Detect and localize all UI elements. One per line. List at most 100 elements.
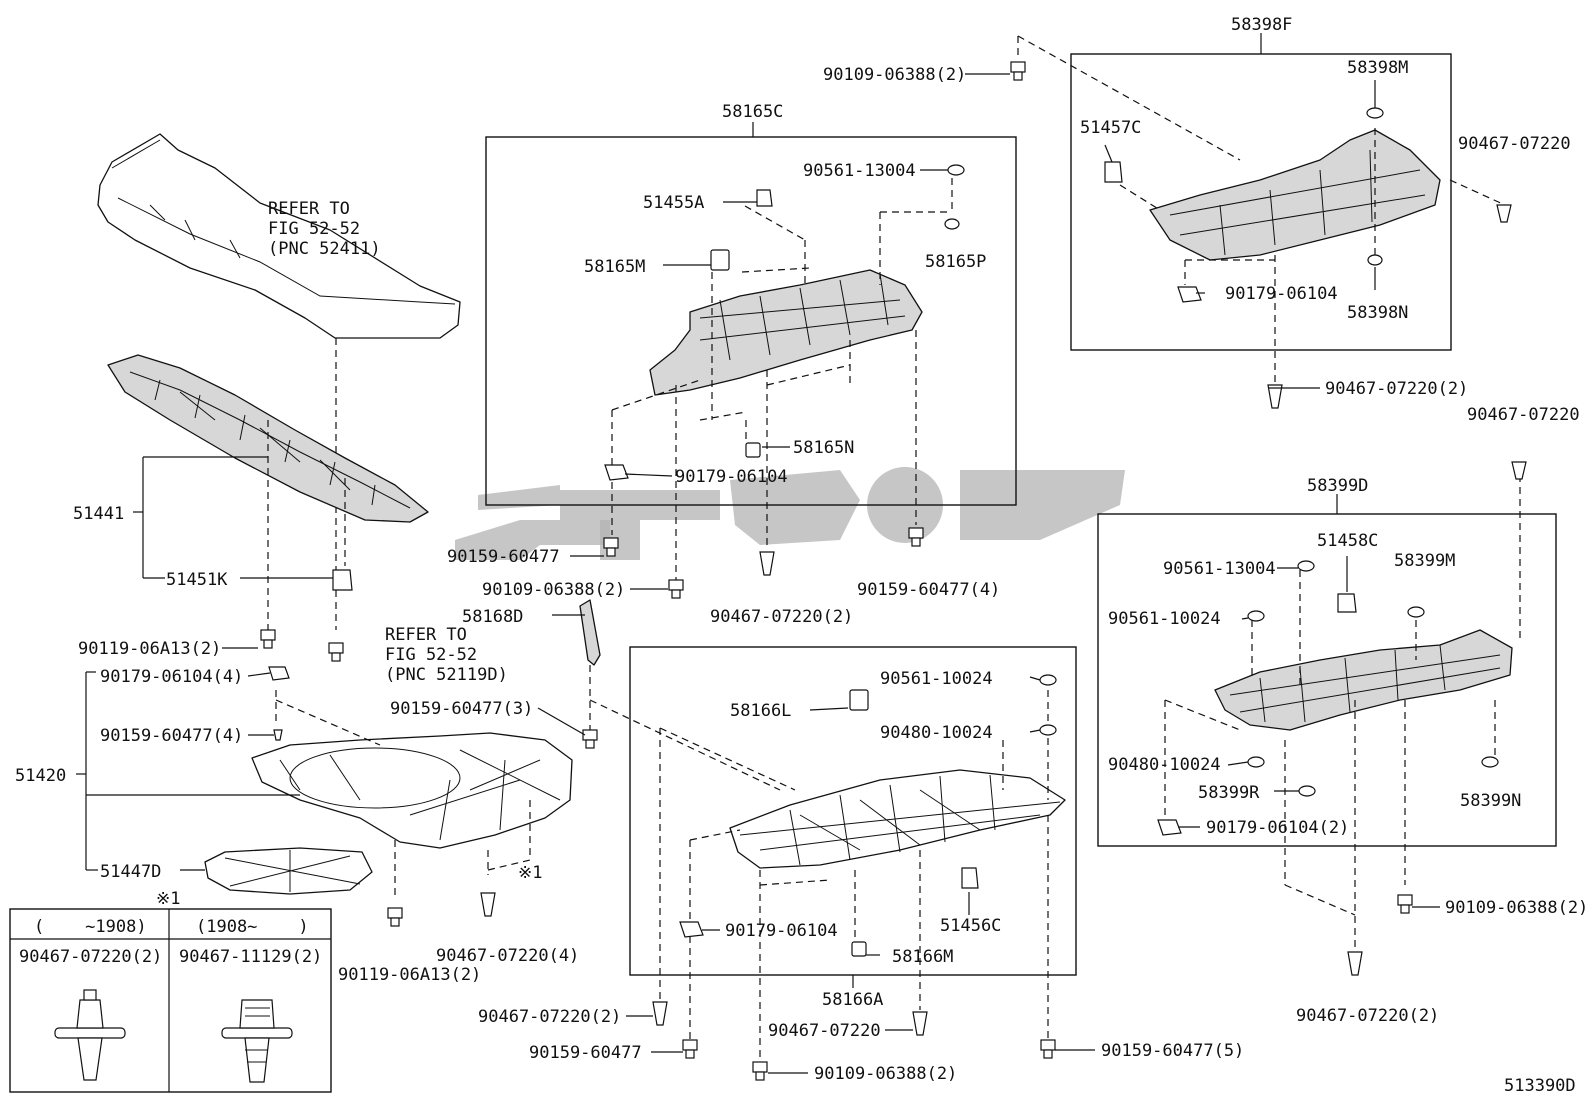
under-cover-58398F bbox=[1149, 129, 1441, 261]
nut-icon bbox=[1481, 756, 1499, 768]
nut-icon bbox=[1407, 606, 1425, 618]
clip-icon bbox=[652, 1001, 668, 1026]
collar-icon bbox=[849, 689, 869, 711]
bolt-icon bbox=[1040, 1039, 1056, 1059]
retainer-icon bbox=[268, 666, 290, 681]
legend-note-mark: ※1 bbox=[156, 889, 180, 909]
part-label: 90159-60477(3) bbox=[390, 699, 533, 719]
part-label: 58166L bbox=[730, 701, 791, 721]
part-label: 58168D bbox=[462, 607, 523, 627]
bracket-58168D bbox=[579, 599, 601, 666]
part-label: 51455A bbox=[643, 193, 704, 213]
bolt-icon bbox=[908, 527, 924, 547]
part-label: 58399R bbox=[1198, 783, 1260, 803]
front-bumper-illustration bbox=[97, 133, 461, 339]
group-label-58399D: 58399D bbox=[1307, 476, 1368, 496]
refer-bumper-line3: (PNC 52411) bbox=[268, 239, 381, 259]
part-label: 58165N bbox=[793, 438, 854, 458]
retainer-icon bbox=[756, 189, 773, 207]
nut-icon bbox=[1247, 756, 1265, 768]
retainer-icon bbox=[1177, 286, 1202, 303]
part-label: 90179-06104(2) bbox=[1206, 818, 1349, 838]
group-label-51420: 51420 bbox=[15, 766, 66, 786]
legend-col2-part: 90467-11129(2) bbox=[179, 947, 322, 967]
refer-clip-line3: (PNC 52119D) bbox=[385, 665, 508, 685]
part-label: 90561-10024 bbox=[880, 669, 993, 689]
part-label: 90119-06A13(2) bbox=[78, 639, 221, 659]
group-box-58399D bbox=[1097, 513, 1557, 847]
part-label: 90109-06388(2) bbox=[1445, 898, 1588, 918]
clip-icon bbox=[759, 551, 775, 576]
part-label: 58166M bbox=[892, 947, 953, 967]
retainer-icon bbox=[273, 729, 283, 741]
legend-clip-drawing-2 bbox=[221, 999, 293, 1083]
diagram-id: 513390D bbox=[1504, 1076, 1576, 1096]
clip-icon bbox=[1496, 204, 1512, 223]
nut-icon bbox=[947, 164, 965, 176]
part-label: 90159-60477 bbox=[529, 1043, 642, 1063]
retainer-icon bbox=[1337, 593, 1357, 613]
refer-bumper-line2: FIG 52-52 bbox=[268, 219, 360, 239]
note-mark: ※1 bbox=[518, 863, 542, 883]
bolt-icon bbox=[387, 907, 403, 927]
part-label: 90480-10024 bbox=[1108, 755, 1221, 775]
group-box-58165C bbox=[485, 136, 1017, 506]
bolt-icon bbox=[328, 642, 344, 662]
part-label: 90179-06104 bbox=[675, 467, 788, 487]
bolt-icon bbox=[603, 537, 619, 557]
part-label: 90561-13004 bbox=[803, 161, 916, 181]
legend-clip-drawing-1 bbox=[54, 989, 126, 1081]
under-cover-58166A bbox=[729, 769, 1066, 869]
part-label: 90467-07220(2) bbox=[478, 1007, 621, 1027]
part-label: 90480-10024 bbox=[880, 723, 993, 743]
part-label: 90561-13004 bbox=[1163, 559, 1276, 579]
legend-col1-part: 90467-07220(2) bbox=[19, 947, 162, 967]
part-label: 90467-07220(2) bbox=[710, 607, 853, 627]
retainer-icon bbox=[679, 921, 704, 938]
part-label: 58399M bbox=[1394, 551, 1455, 571]
cover-plate-51447D bbox=[204, 847, 373, 895]
part-label: 58398N bbox=[1347, 303, 1408, 323]
bolt-icon bbox=[1397, 894, 1413, 914]
part-label: 58165M bbox=[584, 257, 645, 277]
part-label: 90159-60477(4) bbox=[857, 580, 1000, 600]
refer-bumper-line1: REFER TO bbox=[268, 199, 350, 219]
retainer-icon bbox=[332, 569, 353, 591]
clip-icon bbox=[480, 892, 496, 917]
collar-icon bbox=[851, 941, 867, 957]
part-label: 90467-07220 bbox=[1467, 405, 1580, 425]
part-label: 90467-07220(4) bbox=[436, 946, 579, 966]
retainer-icon bbox=[604, 464, 629, 481]
labels: REFER TO FIG 52-52 (PNC 52411) REFER TO … bbox=[15, 15, 1588, 1096]
bolt-icon bbox=[668, 579, 684, 599]
nut-icon bbox=[1039, 724, 1057, 736]
fastener-icons bbox=[260, 61, 1527, 1081]
part-label: 90159-60477(4) bbox=[100, 726, 243, 746]
nut-icon bbox=[1039, 674, 1057, 686]
group-label-51441: 51441 bbox=[73, 504, 124, 524]
clip-icon bbox=[1347, 951, 1363, 976]
collar-icon bbox=[710, 249, 730, 271]
part-label: 51447D bbox=[100, 862, 161, 882]
part-label: 90119-06A13(2) bbox=[338, 965, 481, 985]
part-label: 58399N bbox=[1460, 791, 1521, 811]
retainer-icon bbox=[961, 867, 979, 889]
clip-icon bbox=[1511, 461, 1527, 480]
part-label: 90467-07220 bbox=[1458, 134, 1571, 154]
part-label: 90467-07220(2) bbox=[1296, 1006, 1439, 1026]
legend-col2-header: (1908~ ) bbox=[196, 917, 309, 937]
bolt-icon bbox=[582, 729, 598, 749]
part-label: 90179-06104 bbox=[1225, 284, 1338, 304]
part-label: 90109-06388(2) bbox=[814, 1064, 957, 1084]
part-label: 90179-06104(4) bbox=[100, 667, 243, 687]
group-label-58166A: 58166A bbox=[822, 990, 883, 1010]
part-label: 90109-06388(2) bbox=[482, 580, 625, 600]
bolt-icon bbox=[260, 629, 276, 649]
group-label-58398F: 58398F bbox=[1231, 15, 1292, 35]
part-label: 90561-10024 bbox=[1108, 609, 1221, 629]
part-label: 90109-06388(2) bbox=[823, 65, 966, 85]
nut-icon bbox=[1366, 107, 1384, 119]
part-label: 90159-60477(5) bbox=[1101, 1041, 1244, 1061]
collar-icon bbox=[745, 442, 761, 458]
nut-icon bbox=[1297, 560, 1315, 572]
